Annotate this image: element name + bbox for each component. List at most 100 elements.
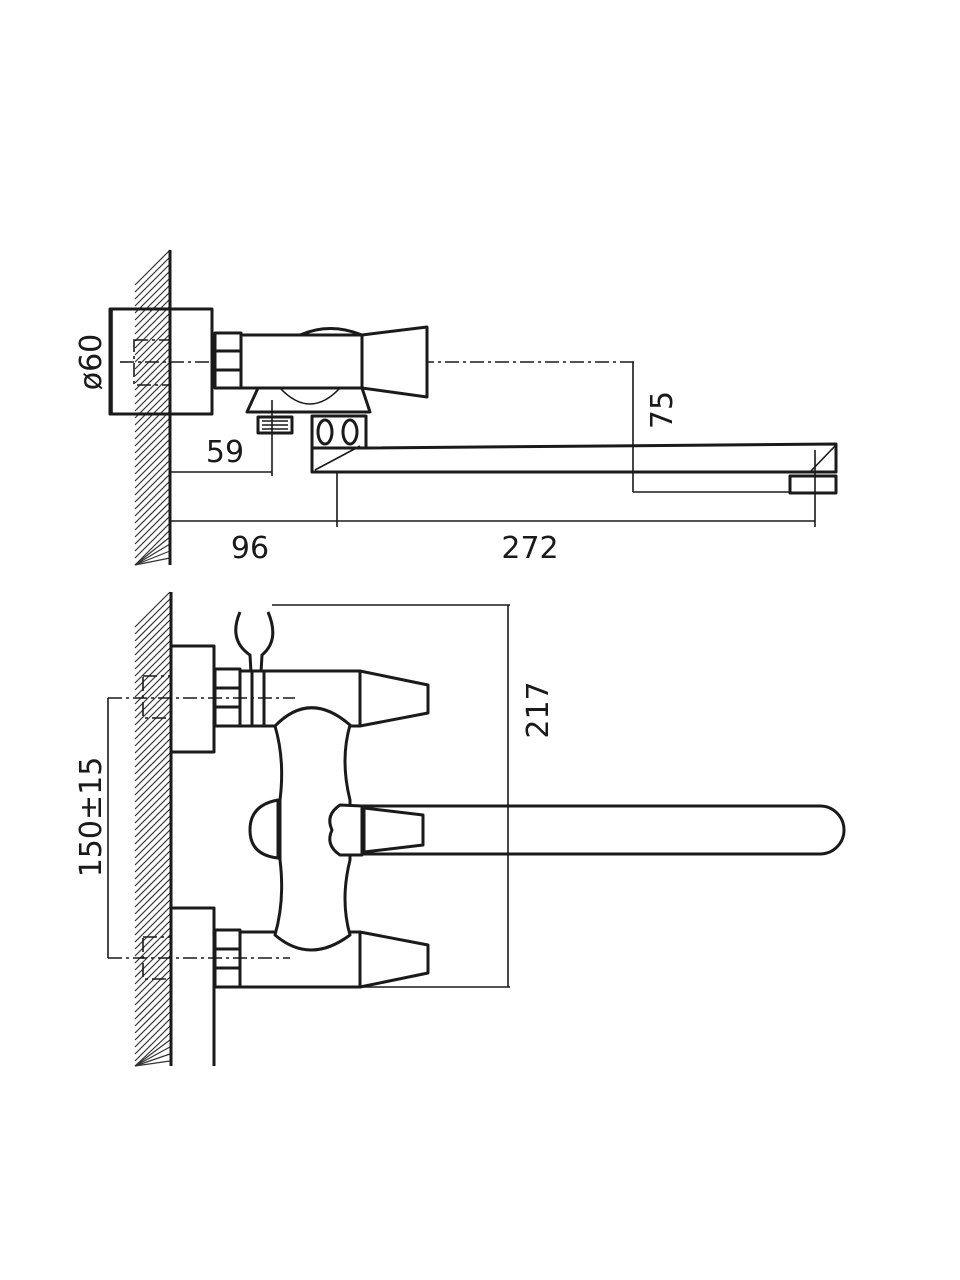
hatch-line xyxy=(134,389,171,426)
hatch-line xyxy=(134,459,171,496)
hatch-line xyxy=(134,605,171,642)
hatch-line xyxy=(134,962,171,999)
hatch-line xyxy=(134,326,171,363)
hatch-line xyxy=(134,1060,171,1067)
dim-diameter-label: ø60 xyxy=(74,334,109,391)
hatch-line xyxy=(134,340,171,377)
front-view: 150±15 217 xyxy=(74,591,846,1067)
hatch-line xyxy=(134,983,171,1020)
hatch-line xyxy=(134,1039,171,1067)
dim-150-label: 150±15 xyxy=(74,757,109,878)
dim-75-label: 75 xyxy=(645,391,680,429)
hatch-line xyxy=(134,612,171,649)
hatch-line xyxy=(134,452,171,489)
hatch-line xyxy=(134,941,171,978)
hatch-line xyxy=(134,913,171,950)
hatch-line xyxy=(134,305,171,342)
hatch-line xyxy=(134,864,171,901)
hatch-line xyxy=(134,822,171,859)
hatch-line xyxy=(134,270,171,307)
hatch-line xyxy=(134,515,171,552)
mixer-body xyxy=(239,333,364,390)
inlet-center-lines xyxy=(108,697,295,959)
upper-flange xyxy=(169,644,216,754)
hatch-line xyxy=(134,487,171,524)
swivel-ring xyxy=(341,418,359,446)
hatch-line xyxy=(134,319,171,356)
hatch-line xyxy=(134,438,171,475)
hatch-line xyxy=(134,829,171,866)
hatch-line xyxy=(134,899,171,936)
hatch-line xyxy=(134,850,171,887)
hatch-line xyxy=(134,382,171,419)
mixer-body xyxy=(273,706,352,952)
hatch-line xyxy=(134,466,171,503)
diverter-housing xyxy=(245,386,372,414)
hatch-line xyxy=(134,871,171,908)
hatch-line xyxy=(134,738,171,775)
hatch-line xyxy=(134,710,171,747)
hatch-line xyxy=(134,277,171,314)
hatch-line xyxy=(134,473,171,510)
hatch-line xyxy=(134,976,171,1013)
hatch-line xyxy=(134,794,171,831)
hatch-line xyxy=(134,808,171,845)
hatch-line xyxy=(134,522,171,559)
dim-line-217 xyxy=(272,604,510,988)
hatch-line xyxy=(134,766,171,803)
dim-272-label: 272 xyxy=(501,531,558,566)
hatch-line xyxy=(134,1046,171,1067)
hatch-line xyxy=(134,892,171,929)
hatch-line xyxy=(134,480,171,517)
hatch-line xyxy=(134,745,171,782)
hatch-line xyxy=(134,591,171,628)
upper-handle xyxy=(358,669,430,728)
hatch-line xyxy=(134,1004,171,1041)
hatch-line xyxy=(134,906,171,943)
spout-edges xyxy=(314,445,836,473)
hatch-line xyxy=(134,885,171,922)
hatch-line xyxy=(134,417,171,454)
hatch-line xyxy=(134,368,171,405)
hatch-line xyxy=(134,640,171,677)
hatch-line xyxy=(134,647,171,684)
spout xyxy=(310,442,838,474)
hatch-line xyxy=(134,1025,171,1062)
lower-flange xyxy=(171,906,216,1066)
upper-pipe-hidden xyxy=(142,675,172,719)
hatch-line xyxy=(134,403,171,440)
hatch-line xyxy=(134,1018,171,1055)
hatch-line xyxy=(134,347,171,384)
side-view: ø60 75 59 96 272 xyxy=(74,249,838,566)
hatch-line xyxy=(134,557,171,566)
hatch-line xyxy=(134,990,171,1027)
hatch-line xyxy=(134,508,171,545)
hatch-line xyxy=(134,501,171,538)
wall-flange xyxy=(108,307,214,416)
hatch-line xyxy=(134,529,171,566)
hatch-line xyxy=(134,878,171,915)
aerator xyxy=(788,474,838,495)
hatch-line xyxy=(134,633,171,670)
hatch-line xyxy=(134,494,171,531)
hatch-line xyxy=(134,682,171,719)
dim-line-59 xyxy=(170,400,273,476)
hatch-line xyxy=(134,724,171,761)
dim-line-75 xyxy=(632,362,790,493)
hatch-line xyxy=(134,375,171,412)
hatch-line xyxy=(134,731,171,768)
wall-hatch-top xyxy=(134,249,171,566)
hatch-line xyxy=(134,536,171,566)
hatch-line xyxy=(134,955,171,992)
hatch-line xyxy=(134,1053,171,1067)
hatch-line xyxy=(134,717,171,754)
lower-handle xyxy=(358,930,430,989)
swivel-ring xyxy=(316,418,334,446)
hatch-line xyxy=(134,543,171,566)
hatch-line xyxy=(134,696,171,733)
hatch-line xyxy=(134,815,171,852)
diverter-arc xyxy=(279,387,341,405)
hatch-line xyxy=(134,997,171,1034)
hatch-line xyxy=(134,857,171,894)
